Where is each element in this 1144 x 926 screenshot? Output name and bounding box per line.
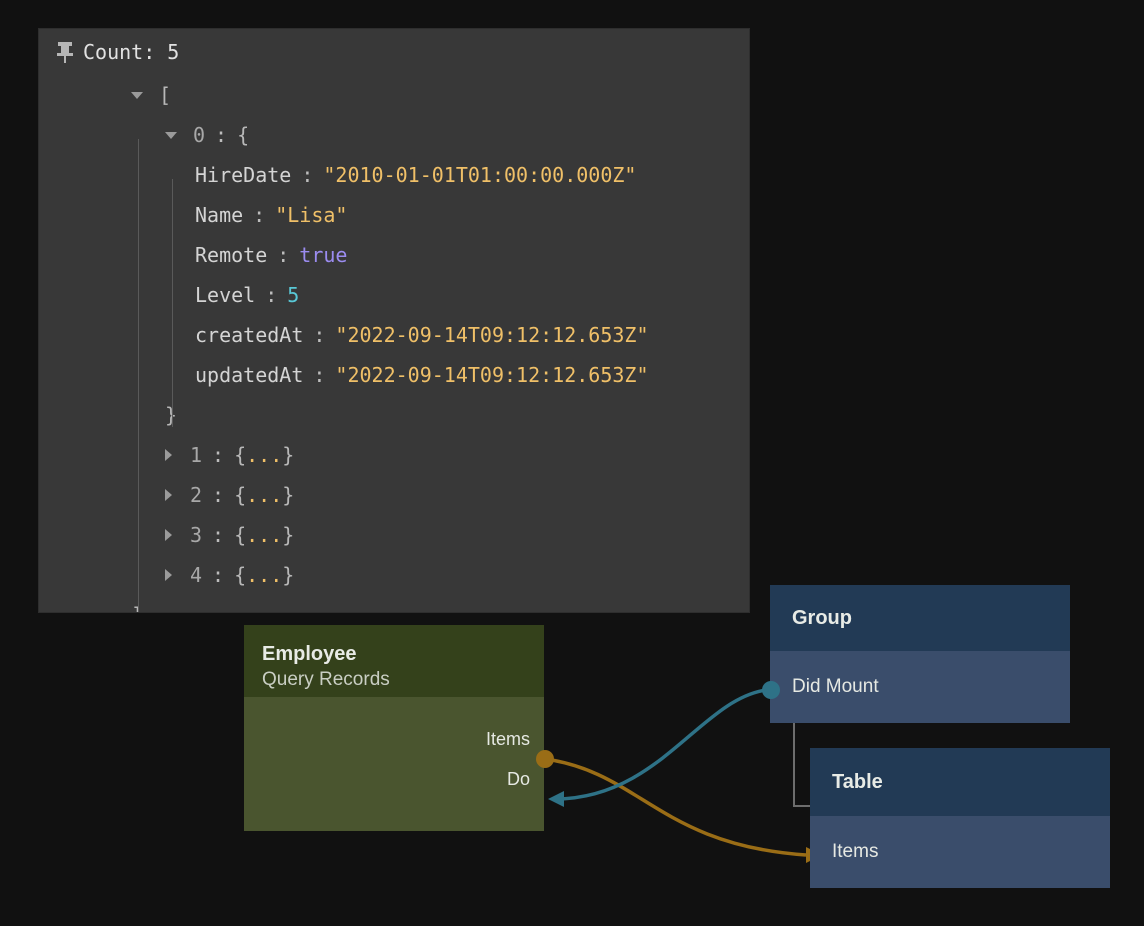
close-brace: }: [165, 395, 177, 435]
field-key: Name: [195, 203, 244, 227]
colon: :: [265, 283, 278, 307]
json-row-root-close: ]: [39, 595, 749, 612]
node-employee-body: Items Do: [244, 697, 544, 831]
field-key: updatedAt: [195, 363, 304, 387]
json-field-row[interactable]: Name : "Lisa": [39, 195, 749, 235]
node-table-title: Table: [832, 771, 883, 793]
port-employee-items[interactable]: Items: [244, 719, 544, 759]
open-brace: {: [234, 563, 247, 587]
field-value: true: [299, 243, 348, 267]
port-dot-employee-items[interactable]: [536, 750, 554, 768]
item-index: 4: [190, 563, 203, 587]
item-index: 2: [190, 483, 203, 507]
chevron-right-icon[interactable]: [165, 529, 172, 541]
node-group-body: Did Mount: [770, 651, 1070, 723]
port-dot-group-did-mount[interactable]: [762, 681, 780, 699]
node-employee-header[interactable]: Employee Query Records: [244, 625, 544, 697]
chevron-right-icon[interactable]: [165, 569, 172, 581]
json-row-item-1[interactable]: 1 : { ... }: [39, 435, 749, 475]
close-brace: }: [282, 443, 295, 467]
colon: :: [301, 163, 314, 187]
chevron-down-icon[interactable]: [165, 131, 177, 139]
open-brace: {: [237, 123, 250, 147]
port-label: Items: [485, 728, 530, 749]
collapsed-ellipsis: ...: [246, 563, 283, 587]
node-group[interactable]: Group Did Mount: [770, 585, 1070, 723]
json-row-item-2[interactable]: 2 : { ... }: [39, 475, 749, 515]
json-row-root-open[interactable]: [: [39, 75, 749, 115]
node-group-title: Group: [792, 607, 852, 629]
root-close-bracket: ]: [131, 595, 143, 612]
open-brace: {: [234, 443, 247, 467]
item-index: 0: [193, 123, 206, 147]
chevron-down-icon[interactable]: [131, 91, 143, 99]
colon: :: [212, 523, 225, 547]
field-value: "2022-09-14T09:12:12.653Z": [335, 323, 649, 347]
field-key: Level: [195, 283, 256, 307]
json-row-item-0-close: }: [39, 395, 749, 435]
edge-didmount-to-do: [555, 688, 767, 801]
node-table-header[interactable]: Table: [810, 748, 1110, 816]
node-group-header[interactable]: Group: [770, 585, 1070, 651]
node-employee[interactable]: Employee Query Records Items Do: [244, 625, 544, 831]
chevron-right-icon[interactable]: [165, 449, 172, 461]
count-label: Count: 5: [83, 40, 180, 64]
port-employee-do[interactable]: Do: [244, 759, 544, 799]
indent-guide: [172, 179, 173, 427]
collapsed-ellipsis: ...: [246, 523, 283, 547]
json-field-row[interactable]: updatedAt : "2022-09-14T09:12:12.653Z": [39, 355, 749, 395]
field-value: "2010-01-01T01:00:00.000Z": [323, 163, 637, 187]
json-field-row[interactable]: Level : 5: [39, 275, 749, 315]
close-brace: }: [282, 483, 295, 507]
node-employee-title: Employee: [262, 642, 357, 665]
item-index: 3: [190, 523, 203, 547]
root-open-bracket: [: [159, 83, 172, 107]
json-field-row[interactable]: HireDate : "2010-01-01T01:00:00.000Z": [39, 155, 749, 195]
colon: :: [212, 443, 225, 467]
node-table-body: Items: [810, 816, 1110, 888]
collapsed-ellipsis: ...: [246, 443, 283, 467]
field-key: HireDate: [195, 163, 292, 187]
port-label: Items: [832, 841, 879, 862]
colon: :: [212, 483, 225, 507]
node-employee-subtitle: Query Records: [262, 668, 390, 690]
port-label: Did Mount: [792, 676, 879, 697]
edge-items-to-items: [544, 757, 807, 857]
field-key: createdAt: [195, 323, 304, 347]
colon: :: [277, 243, 290, 267]
json-inspector-panel[interactable]: Count: 5 [ 0 : { HireDate : "2010-01-01T…: [38, 28, 750, 613]
inspector-header: Count: 5: [39, 29, 749, 75]
port-table-items[interactable]: Items: [810, 816, 1110, 888]
port-label: Do: [506, 768, 530, 789]
tree-connector-line: [793, 723, 813, 807]
json-field-row[interactable]: Remote : true: [39, 235, 749, 275]
chevron-right-icon[interactable]: [165, 489, 172, 501]
item-index: 1: [190, 443, 203, 467]
colon: :: [215, 123, 228, 147]
close-brace: }: [282, 523, 295, 547]
open-brace: {: [234, 523, 247, 547]
open-brace: {: [234, 483, 247, 507]
json-row-item-3[interactable]: 3 : { ... }: [39, 515, 749, 555]
json-row-item-4[interactable]: 4 : { ... }: [39, 555, 749, 595]
json-field-row[interactable]: createdAt : "2022-09-14T09:12:12.653Z": [39, 315, 749, 355]
indent-guide: [138, 139, 139, 612]
field-value: "Lisa": [275, 203, 348, 227]
colon: :: [313, 323, 326, 347]
collapsed-ellipsis: ...: [246, 483, 283, 507]
field-value: 5: [287, 283, 300, 307]
colon: :: [212, 563, 225, 587]
node-table[interactable]: Table Items: [810, 748, 1110, 888]
arrowhead-do: [548, 791, 564, 807]
pin-icon[interactable]: [57, 42, 73, 63]
json-row-item-0[interactable]: 0 : {: [39, 115, 749, 155]
field-key: Remote: [195, 243, 268, 267]
colon: :: [253, 203, 266, 227]
port-group-did-mount[interactable]: Did Mount: [770, 651, 1070, 723]
close-brace: }: [282, 563, 295, 587]
colon: :: [313, 363, 326, 387]
field-value: "2022-09-14T09:12:12.653Z": [335, 363, 649, 387]
